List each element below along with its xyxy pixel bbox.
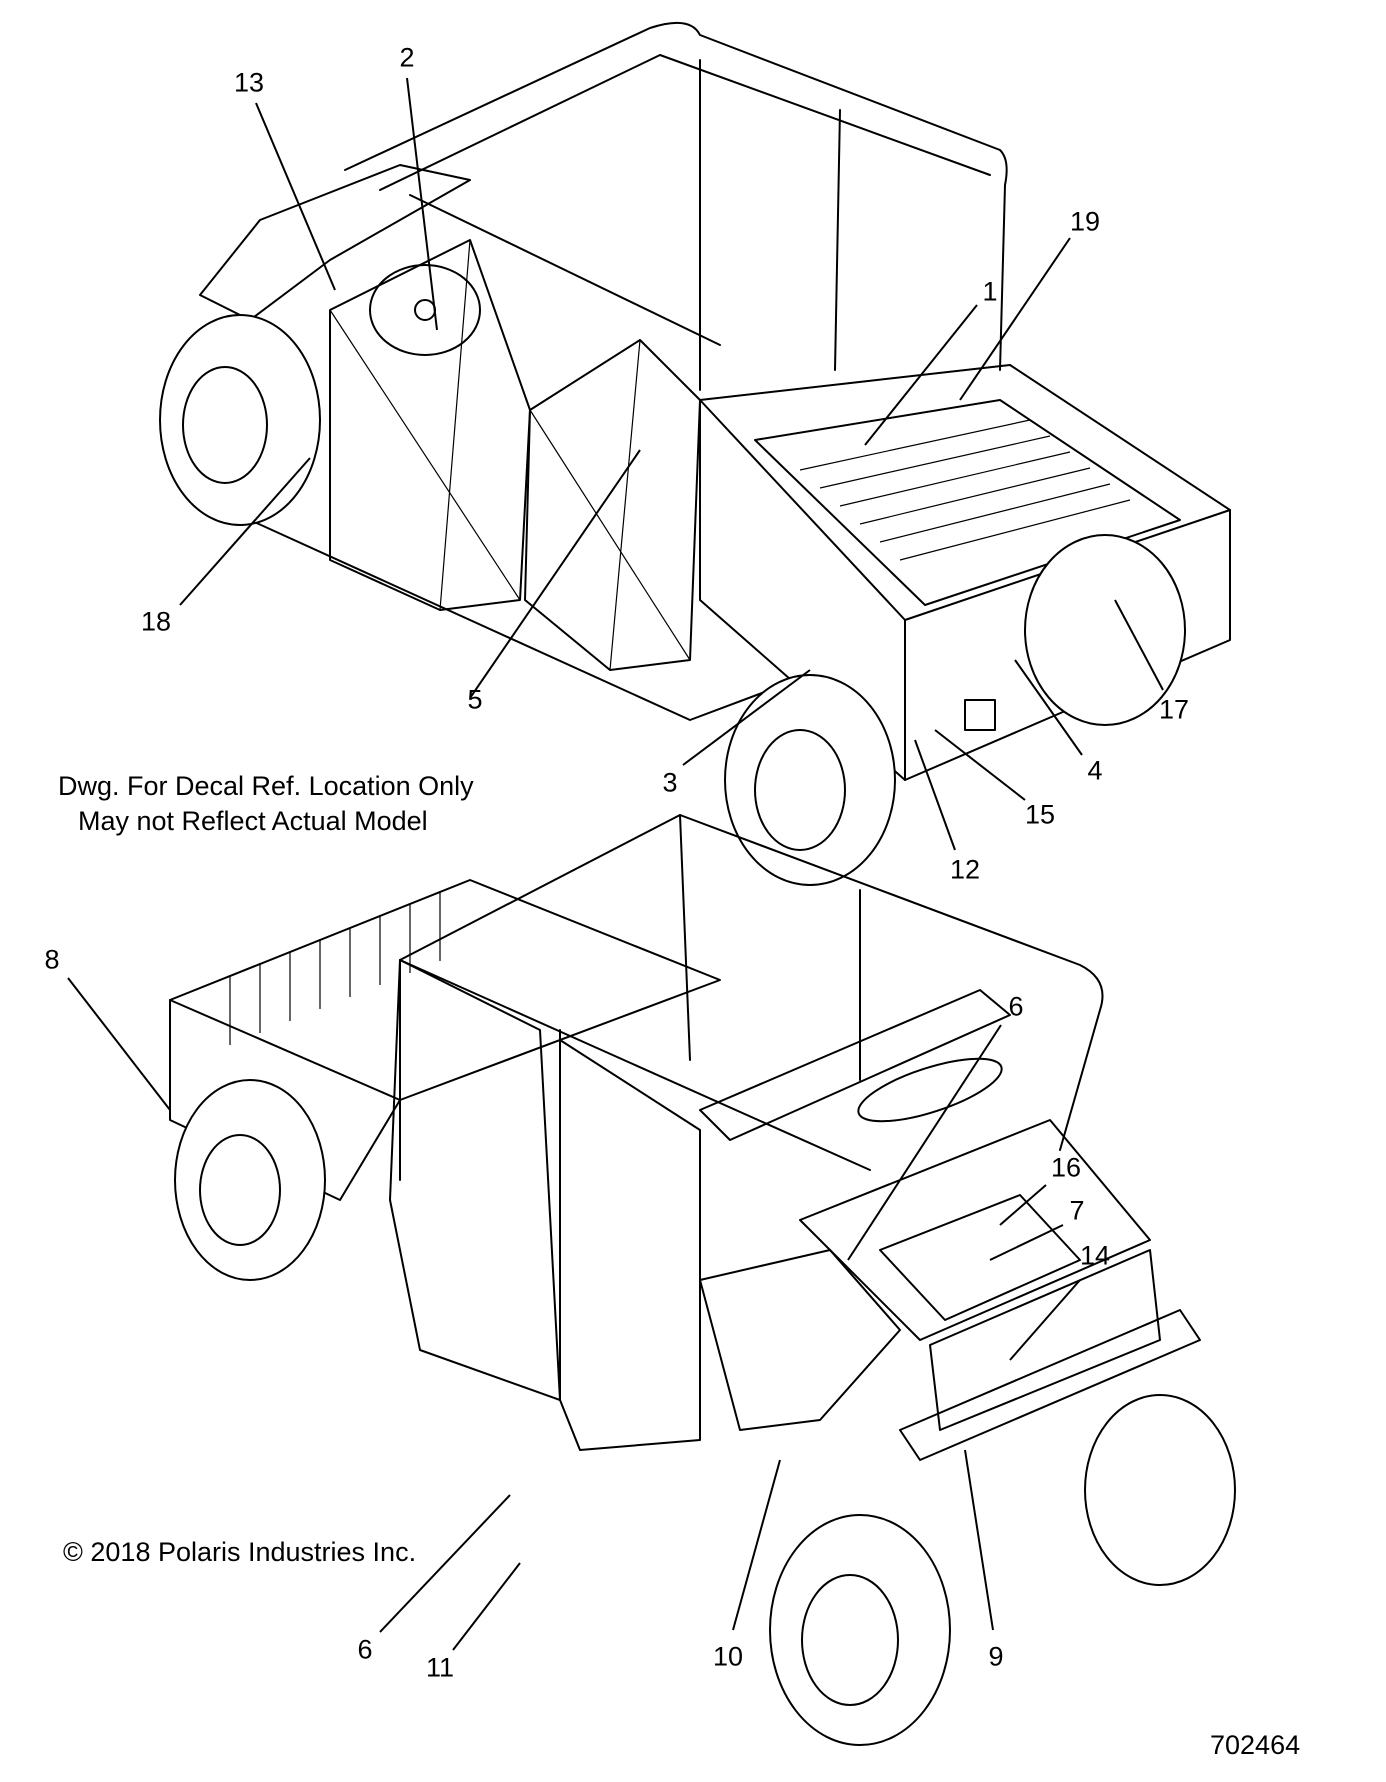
wheel-bottom-front-right xyxy=(1084,1394,1236,1586)
callout-11: 11 xyxy=(425,1652,455,1683)
roll-cage-bottom xyxy=(399,814,1104,1151)
wheel-rear-left xyxy=(724,674,896,886)
leader-6a xyxy=(847,1024,1002,1261)
callout-12: 12 xyxy=(949,854,981,885)
callout-19: 19 xyxy=(1069,206,1101,237)
callout-4: 4 xyxy=(1087,755,1103,786)
wheel-front-left xyxy=(159,314,321,526)
callout-10: 10 xyxy=(712,1641,744,1672)
callout-5: 5 xyxy=(467,684,483,715)
callout-2: 2 xyxy=(399,42,415,73)
steering-wheel-bottom xyxy=(857,1057,1003,1123)
callout-9: 9 xyxy=(988,1641,1004,1672)
leader-19 xyxy=(959,237,1071,401)
figure-number: 702464 xyxy=(1210,1730,1301,1760)
cargo-box-bottom xyxy=(169,879,721,1101)
front-fender xyxy=(699,1249,901,1431)
cargo-box-slats xyxy=(229,891,441,1045)
hood-decal-area xyxy=(879,1194,1081,1321)
leader-9 xyxy=(964,1449,994,1631)
receiver-hitch xyxy=(964,699,996,731)
top-vehicle-drawing xyxy=(159,21,1231,886)
callout-7: 7 xyxy=(1069,1195,1085,1226)
roll-cage-rail xyxy=(379,54,991,191)
leader-14 xyxy=(1009,1279,1081,1361)
wheel-bottom-front-left xyxy=(769,1514,951,1746)
dashboard-bar xyxy=(699,989,1011,1141)
rear-door xyxy=(524,339,701,671)
callout-6-upper: 6 xyxy=(1008,991,1024,1022)
steering-wheel xyxy=(369,264,481,356)
callout-3: 3 xyxy=(662,767,678,798)
roll-cage-roof xyxy=(344,21,1008,371)
front-bumper xyxy=(899,1309,1201,1461)
front-door xyxy=(329,239,531,611)
leader-4 xyxy=(1014,659,1083,756)
leader-2 xyxy=(406,77,438,331)
leader-8 xyxy=(67,977,171,1111)
cargo-bed-ribs xyxy=(799,419,1131,561)
callout-14: 14 xyxy=(1079,1240,1111,1271)
rear-door-bottom xyxy=(389,959,561,1401)
callout-13: 13 xyxy=(233,67,265,98)
leader-6b xyxy=(379,1494,511,1633)
callout-18: 18 xyxy=(140,606,172,637)
callout-8: 8 xyxy=(44,944,60,975)
front-grille xyxy=(929,1249,1161,1431)
drawing-disclaimer-line-2: May not Reflect Actual Model xyxy=(78,806,428,836)
wheel-bottom-rear xyxy=(174,1079,326,1281)
leader-1 xyxy=(864,304,978,446)
hood-bottom xyxy=(799,1119,1151,1341)
leader-12 xyxy=(914,739,956,851)
leader-3 xyxy=(682,669,811,766)
callout-16: 16 xyxy=(1050,1152,1082,1183)
leader-lines xyxy=(67,77,1164,1651)
callout-1: 1 xyxy=(982,276,998,307)
leader-18 xyxy=(179,457,311,606)
leader-7 xyxy=(989,1224,1064,1261)
wheel-rear-right xyxy=(1024,534,1186,726)
rocker-panel xyxy=(249,519,771,721)
copyright-notice: © 2018 Polaris Industries Inc. xyxy=(63,1537,417,1567)
leader-15 xyxy=(934,729,1026,801)
roll-cage-front-bar xyxy=(409,194,721,346)
leader-17 xyxy=(1114,599,1164,691)
leader-13 xyxy=(255,102,336,291)
callout-15: 15 xyxy=(1024,799,1056,830)
leader-5 xyxy=(469,449,641,699)
leader-11 xyxy=(452,1562,521,1651)
callout-17: 17 xyxy=(1158,694,1190,725)
roll-cage-mid xyxy=(699,59,841,391)
callout-6-lower: 6 xyxy=(357,1634,373,1665)
leader-16 xyxy=(999,1184,1047,1226)
front-door-bottom xyxy=(559,1039,701,1451)
leader-10 xyxy=(732,1459,781,1631)
bottom-vehicle-drawing xyxy=(169,814,1236,1746)
hood xyxy=(199,164,471,321)
drawing-disclaimer-line-1: Dwg. For Decal Ref. Location Only xyxy=(58,771,474,801)
